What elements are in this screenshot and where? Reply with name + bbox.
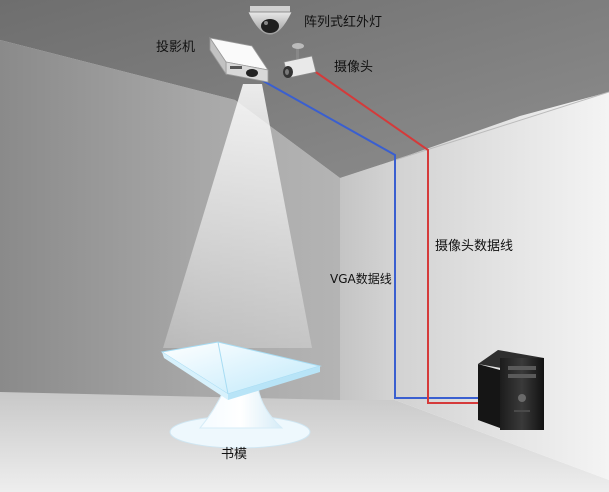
ceiling-edge [394,91,609,161]
cables [257,67,478,404]
ceiling [0,0,609,178]
book-model-label: 书模 [221,447,248,462]
ir-lamp-label: 阵列式红外灯 [304,15,383,30]
book-model-icon [160,341,322,449]
computer-icon [478,350,544,430]
camera-cable [309,67,478,404]
projection-beam [163,84,312,348]
back-wall [340,160,395,400]
vga-cable-label: VGA数据线 [330,272,392,286]
ir-lamp-icon [247,6,293,36]
camera-label: 摄像头 [334,60,374,75]
projector-icon [209,36,269,83]
projector-label: 投影机 [156,40,196,55]
vga-cable [257,77,478,399]
camera-cable-label: 摄像头数据线 [435,239,514,254]
floor [0,390,609,492]
right-wall [395,92,609,480]
camera-icon [283,43,317,79]
